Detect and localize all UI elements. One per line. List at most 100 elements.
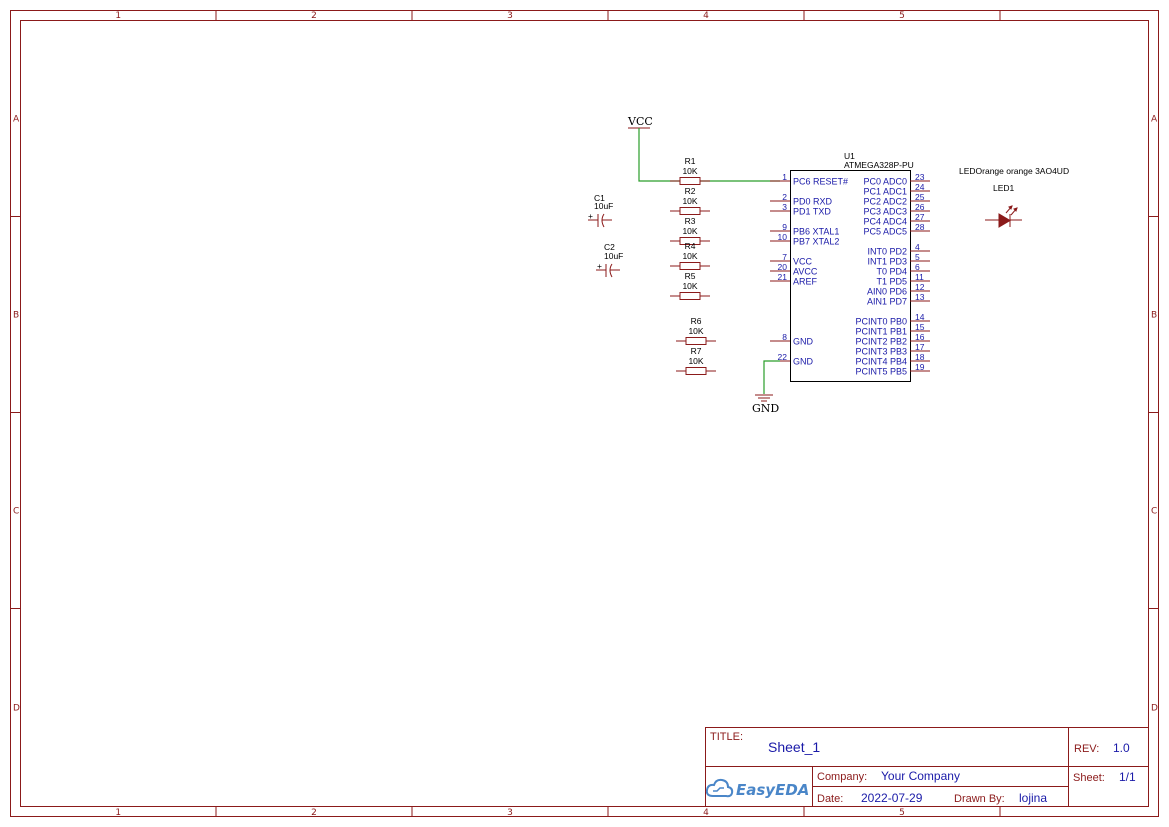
led-value: LEDOrange orange 3AO4UD xyxy=(959,166,1069,176)
u1-body xyxy=(790,170,911,382)
pin-name: PCINT0 PB0 xyxy=(855,317,907,327)
sheet-title: Sheet_1 xyxy=(768,739,820,755)
title-block: TITLE: Sheet_1 REV: 1.0 Company: Your Co… xyxy=(705,727,1149,807)
zone-row-label-right: B xyxy=(1151,311,1157,321)
resistor-value: 10K xyxy=(688,356,703,366)
pin-number: 1 xyxy=(782,172,787,182)
pin-name: PC0 ADC0 xyxy=(863,177,907,187)
vcc-wire[interactable] xyxy=(638,128,680,182)
led-ref: LED1 xyxy=(993,183,1015,193)
vcc-net[interactable]: VCC xyxy=(627,115,780,182)
pin-number: 24 xyxy=(915,182,925,192)
zone-row-label-left: C xyxy=(13,507,19,517)
pin-number: 15 xyxy=(915,322,925,332)
capacitor-c1[interactable]: C1 10uF + xyxy=(588,193,613,228)
company-label: Company: xyxy=(817,771,867,783)
zone-row-label-left: D xyxy=(13,704,20,714)
resistor-ref: R5 xyxy=(685,271,696,281)
company-value: Your Company xyxy=(881,769,960,783)
pin-number: 23 xyxy=(915,172,925,182)
zone-row-label-left: A xyxy=(13,115,20,125)
zone-column-label-bottom: 2 xyxy=(311,808,317,818)
gnd-label: GND xyxy=(752,402,779,415)
pin-name: PD1 TXD xyxy=(793,207,831,217)
easyeda-logo: EasyEDA xyxy=(705,778,809,799)
resistor-value: 10K xyxy=(682,281,697,291)
resistor-value: 10K xyxy=(682,226,697,236)
gnd-net[interactable]: GND xyxy=(752,360,780,415)
zone-row-label-right: C xyxy=(1151,507,1157,517)
pin-number: 21 xyxy=(778,272,788,282)
pin-name: GND xyxy=(793,337,814,347)
pin-name: INT1 PD3 xyxy=(867,257,907,267)
zone-row-label-right: A xyxy=(1151,115,1158,125)
c2-symbol: + xyxy=(596,261,620,278)
date-label: Date: xyxy=(817,793,843,805)
pin-number: 2 xyxy=(782,192,787,202)
cloud-icon xyxy=(705,778,734,798)
led-led1[interactable]: LEDOrange orange 3AO4UD LED1 xyxy=(959,166,1069,228)
drawn-by-value: lojina xyxy=(1019,791,1047,805)
c1-value: 10uF xyxy=(594,201,613,211)
outer-border xyxy=(10,10,1159,817)
pin-name: PCINT3 PB3 xyxy=(855,347,907,357)
pin-name: AIN0 PD6 xyxy=(867,287,907,297)
capacitor-c2[interactable]: C2 10uF + xyxy=(596,242,623,278)
zone-column-label-bottom: 5 xyxy=(899,808,905,818)
rev-value: 1.0 xyxy=(1113,741,1130,755)
pin-number: 27 xyxy=(915,212,925,222)
c1-symbol: + xyxy=(588,211,612,228)
pin-name: PCINT5 PB5 xyxy=(855,367,907,377)
gnd-wire[interactable] xyxy=(763,360,780,394)
sheet-value: 1/1 xyxy=(1119,770,1136,784)
pin-name: PCINT2 PB2 xyxy=(855,337,907,347)
pin-name: T1 PD5 xyxy=(876,277,907,287)
led-symbol xyxy=(985,205,1022,228)
resistor-ref: R2 xyxy=(685,186,696,196)
zone-column-label-bottom: 4 xyxy=(703,808,709,818)
u1-pin-6[interactable]: 6T0 PD4 xyxy=(876,262,930,277)
pin-name: AIN1 PD7 xyxy=(867,297,907,307)
resistor-ref: R4 xyxy=(685,241,696,251)
resistor-ref: R3 xyxy=(685,216,696,226)
